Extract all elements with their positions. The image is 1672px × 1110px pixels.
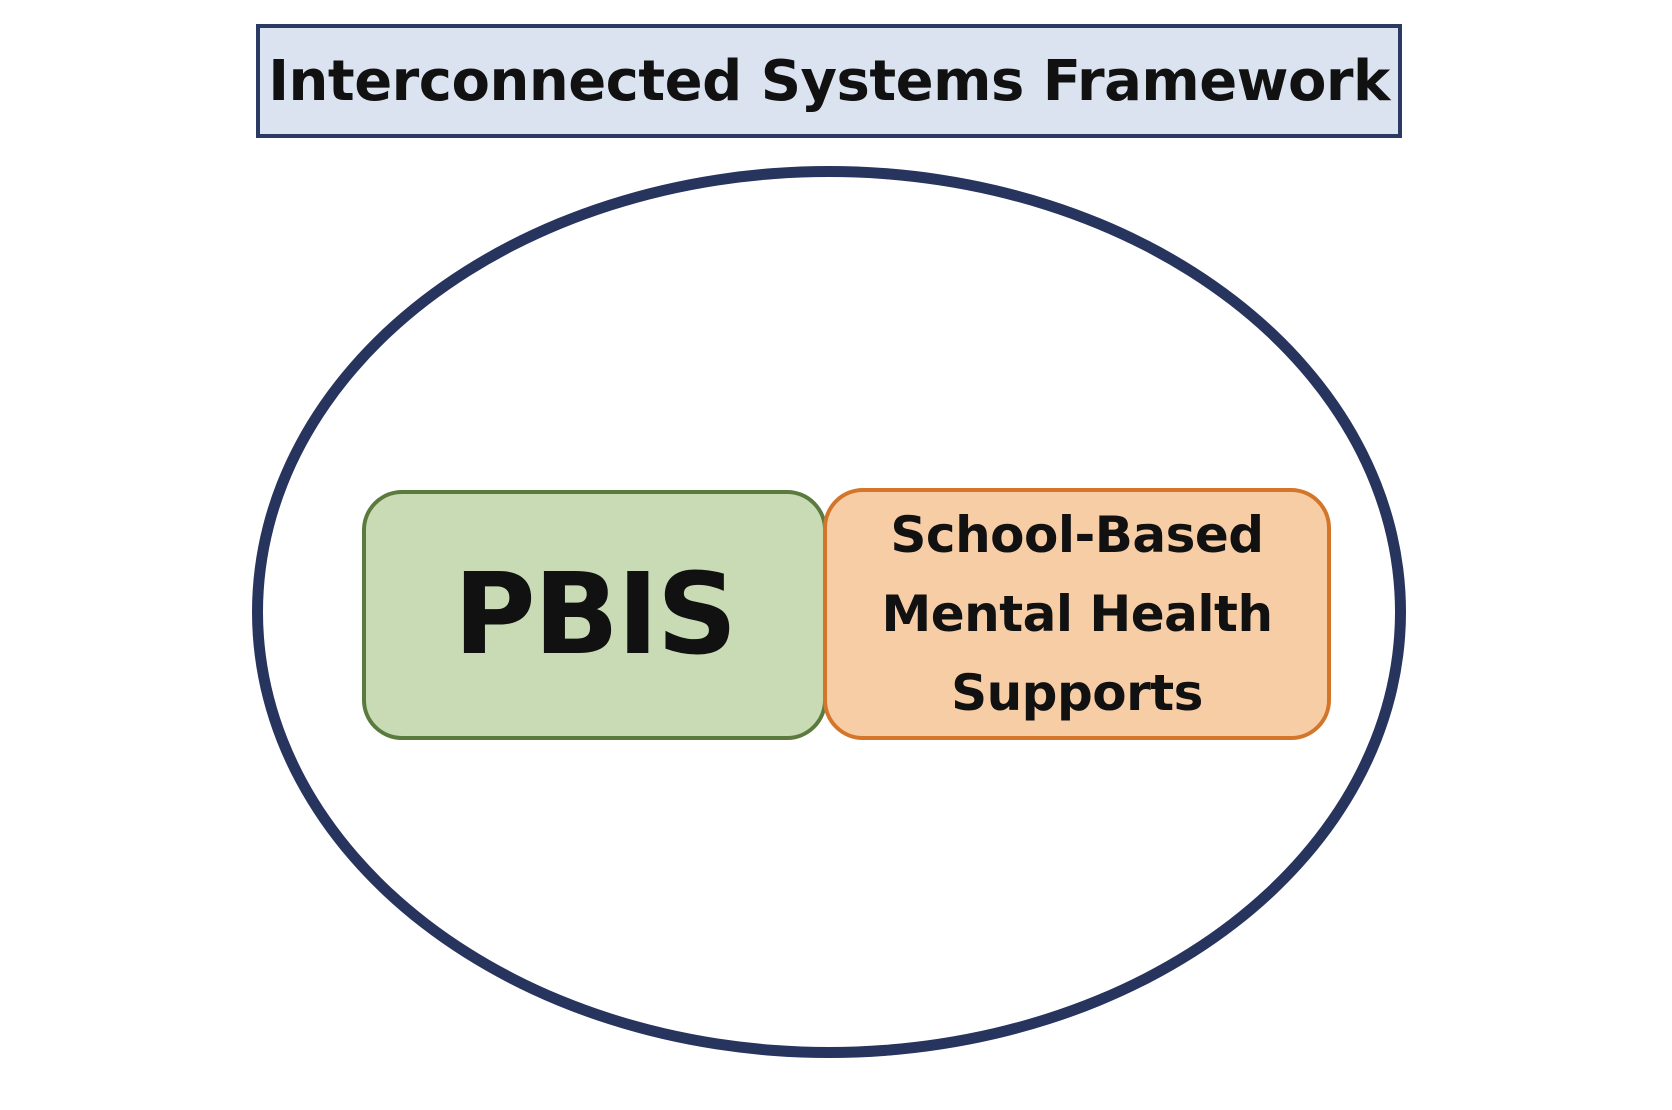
diagram-title: Interconnected Systems Framework xyxy=(268,48,1390,114)
mental-health-line-3: Supports xyxy=(951,663,1203,722)
pbis-box: PBIS xyxy=(362,490,827,740)
pbis-label: PBIS xyxy=(453,550,738,680)
mental-health-box: School-Based Mental Health Supports xyxy=(823,488,1331,740)
mental-health-line-2: Mental Health xyxy=(881,584,1273,643)
title-box: Interconnected Systems Framework xyxy=(256,24,1402,138)
mental-health-label: School-Based Mental Health Supports xyxy=(881,496,1273,733)
mental-health-line-1: School-Based xyxy=(890,505,1264,564)
framework-ellipse xyxy=(252,166,1406,1058)
